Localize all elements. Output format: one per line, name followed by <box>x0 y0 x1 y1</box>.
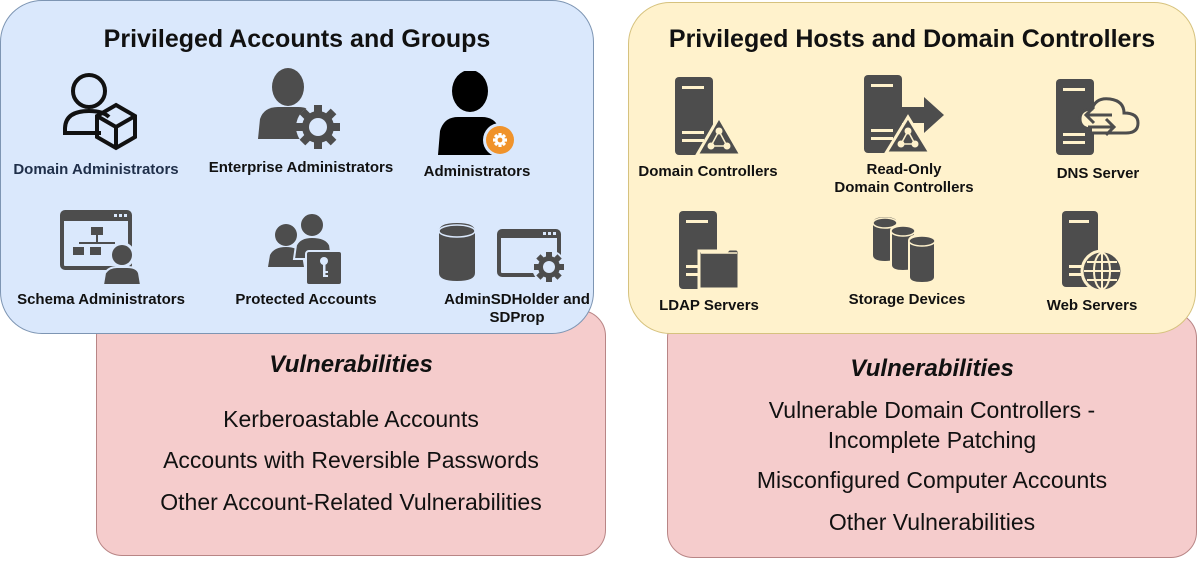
privileged-accounts-panel: Privileged Accounts and Groups Domain Ad… <box>0 0 594 334</box>
database-window-gear-icon <box>438 223 566 283</box>
left-vuln-item: Other Account-Related Vulnerabilities <box>160 489 542 515</box>
item-adminsdholder: AdminSDHolder and SDProp <box>419 221 595 327</box>
users-key-icon <box>268 212 343 286</box>
item-label: Protected Accounts <box>235 291 377 308</box>
item-label: DNS Server <box>1056 165 1140 182</box>
item-dns-server: DNS Server <box>1023 77 1173 183</box>
item-web-servers: Web Servers <box>1017 209 1167 315</box>
left-vuln-item: Accounts with Reversible Passwords <box>163 447 539 473</box>
privileged-hosts-panel: Privileged Hosts and Domain Controllers … <box>628 2 1196 334</box>
item-label: Enterprise Administrators <box>208 159 394 176</box>
item-label-line2: SDProp <box>489 309 545 326</box>
panel-title: Privileged Hosts and Domain Controllers <box>668 25 1156 53</box>
item-label: Storage Devices <box>848 291 966 308</box>
item-storage-devices: Storage Devices <box>827 215 987 309</box>
item-enterprise-administrators: Enterprise Administrators <box>201 67 401 177</box>
item-label: AdminSDHolder and <box>444 291 590 308</box>
user-gear-icon <box>258 68 340 149</box>
right-vuln-item: Incomplete Patching <box>827 427 1037 453</box>
item-label: Web Servers <box>1046 297 1138 314</box>
left-vuln-item: Kerberoastable Accounts <box>223 406 479 432</box>
server-folder-icon <box>679 211 741 291</box>
item-label: Administrators <box>423 163 531 180</box>
server-globe-icon <box>1062 211 1124 293</box>
item-label: Read-Only <box>866 161 942 178</box>
panel-title: Privileged Accounts and Groups <box>103 25 491 53</box>
user-orange-gear-icon <box>438 71 517 157</box>
left-vulnerabilities-box: Vulnerabilities Kerberoastable Accounts … <box>96 310 606 556</box>
right-vuln-item: Vulnerable Domain Controllers - <box>768 397 1096 423</box>
item-read-only-domain-controllers: Read-Only Domain Controllers <box>819 73 989 197</box>
item-label: Domain Administrators <box>13 161 179 178</box>
item-domain-administrators: Domain Administrators <box>1 69 191 179</box>
item-label: Domain Controllers <box>638 163 778 180</box>
server-cloud-icon <box>1056 79 1140 155</box>
item-label: LDAP Servers <box>659 297 759 314</box>
user-cube-icon <box>63 73 137 151</box>
item-ldap-servers: LDAP Servers <box>649 209 769 315</box>
server-triangle-icon <box>675 77 743 157</box>
right-vuln-item: Other Vulnerabilities <box>828 509 1036 535</box>
item-schema-administrators: Schema Administrators <box>11 209 191 309</box>
item-administrators: Administrators <box>407 71 547 181</box>
left-vulnerabilities-title: Vulnerabilities <box>269 351 433 378</box>
server-arrow-icon <box>864 75 944 155</box>
storage-icon <box>872 217 936 285</box>
schema-user-icon <box>60 210 143 285</box>
right-vulnerabilities-box: Vulnerabilities Vulnerable Domain Contro… <box>667 312 1197 558</box>
item-protected-accounts: Protected Accounts <box>221 211 391 309</box>
item-label: Schema Administrators <box>17 291 185 308</box>
right-vulnerabilities-title: Vulnerabilities <box>850 355 1014 382</box>
item-domain-controllers: Domain Controllers <box>633 75 783 181</box>
right-vuln-item: Misconfigured Computer Accounts <box>756 467 1108 493</box>
item-label-line2: Domain Controllers <box>834 179 974 196</box>
